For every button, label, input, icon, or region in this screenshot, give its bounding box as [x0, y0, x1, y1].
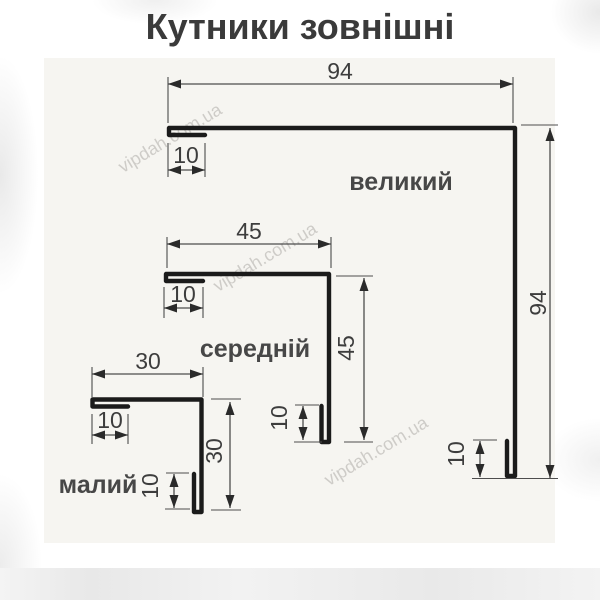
backdrop-shading: [0, 568, 600, 600]
dim-value: 45: [333, 335, 359, 361]
dim-large-lip-bottom: 10: [443, 439, 497, 477]
dim-small-height: 30: [201, 398, 241, 511]
dim-medium-width: 45: [166, 218, 332, 268]
dim-value: 10: [443, 441, 469, 467]
dim-small-lip-top: 10: [91, 407, 129, 444]
dim-medium-height: 45: [333, 275, 373, 443]
dim-small-lip-bottom: 10: [137, 472, 190, 510]
dim-medium-lip-top: 10: [163, 281, 204, 318]
page-title: Кутники зовнішні: [145, 6, 455, 47]
profile-medium-label: середній: [200, 335, 310, 363]
profile-medium: 45 10 45 10 середній: [163, 218, 373, 445]
profile-small-label: малий: [59, 471, 138, 499]
profile-small-outline: [90, 397, 204, 515]
profile-large-label: великий: [349, 168, 452, 196]
dim-value: 30: [201, 438, 227, 464]
profile-large-outline: [166, 125, 518, 479]
dim-value: 10: [266, 405, 292, 431]
dim-value: 10: [170, 281, 196, 307]
dim-value: 45: [236, 218, 262, 244]
dim-large-width: 94: [167, 58, 514, 123]
dim-value: 10: [173, 142, 199, 168]
profile-small: 30 10 30 10 малий: [59, 348, 241, 515]
profile-large: 94 10 94 10 великий: [166, 58, 558, 480]
dim-large-height: 94: [472, 124, 558, 480]
dim-large-lip-top: 10: [167, 142, 206, 177]
dim-value: 10: [137, 473, 163, 499]
dim-value: 30: [135, 348, 161, 374]
dim-value: 94: [525, 290, 551, 316]
dim-medium-lip-bottom: 10: [266, 404, 322, 443]
dim-value: 94: [327, 58, 353, 84]
dim-small-width: 30: [91, 348, 204, 397]
watermark-text: vipdah.com.ua: [321, 412, 432, 490]
diagram-panel: [44, 58, 555, 543]
watermark-text: vipdah.com.ua: [210, 218, 321, 296]
dim-value: 10: [97, 407, 123, 433]
watermark-text: vipdah.com.ua: [115, 99, 226, 177]
